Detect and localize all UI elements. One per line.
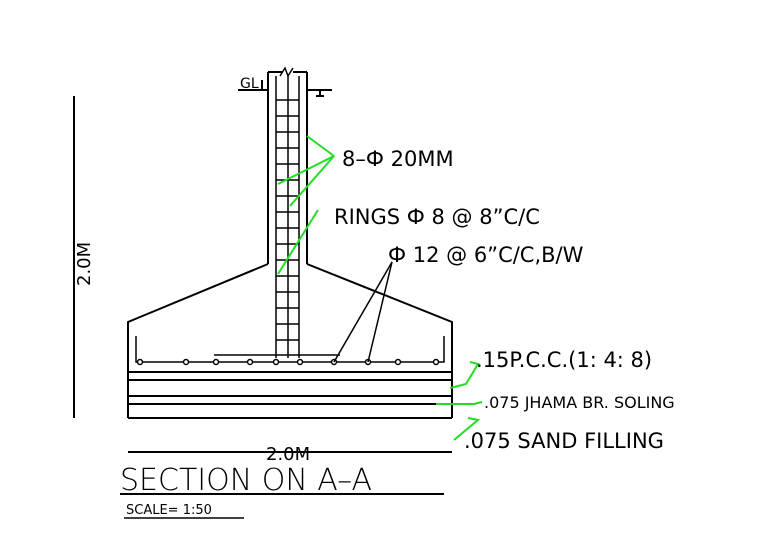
soling-label: .075 JHAMA BR. SOLING — [484, 393, 675, 412]
section-title-block: SECTION ON A–A SCALE= 1:50 — [120, 463, 444, 519]
column-reinforcement-cage — [275, 76, 300, 358]
base-layers — [127, 372, 453, 419]
rings-label: RINGS Ф 8 @ 8”C/C — [334, 205, 540, 229]
width-dimension-label: 2.0M — [266, 444, 310, 465]
ground-level-marker: GL — [238, 76, 332, 97]
leader-lines — [277, 135, 483, 441]
bar-section-dot — [296, 358, 304, 366]
main-bars-label: 8–Ф 20MM — [342, 147, 454, 171]
bottom-bars-label: Ф 12 @ 6”C/C,B/W — [388, 243, 584, 267]
bar-section-dot — [212, 358, 220, 366]
column — [267, 66, 308, 264]
height-dimension: 2.0M — [73, 96, 95, 418]
bar-section-dot — [246, 358, 254, 366]
scale-label: SCALE= 1:50 — [126, 503, 212, 518]
section-title: SECTION ON A–A — [120, 463, 372, 498]
ground-level-label: GL — [240, 76, 259, 92]
sand-label: .075 SAND FILLING — [464, 429, 664, 453]
width-dimension: 2.0M — [128, 444, 452, 465]
bottom-bar-sections — [136, 358, 440, 366]
bar-section-dot — [394, 358, 402, 366]
height-dimension-label: 2.0M — [74, 242, 95, 286]
pcc-label: .15P.C.C.(1: 4: 8) — [476, 348, 652, 372]
bar-section-dot — [432, 358, 440, 366]
bar-section-dot — [272, 358, 280, 366]
bar-section-dot — [182, 358, 190, 366]
footing-outline — [127, 263, 453, 373]
bar-section-dot — [136, 358, 144, 366]
